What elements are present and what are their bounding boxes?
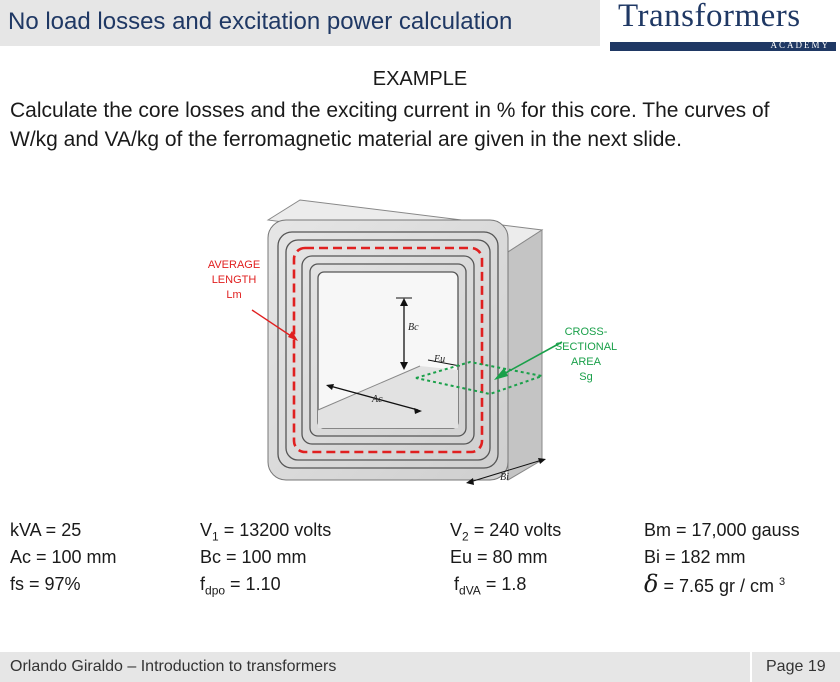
avg-length-label-3: Lm [226,289,241,301]
param-fdva: fdVA = 1.8 [454,574,526,598]
page-number: Page 19 [766,658,826,675]
footer-separator [750,652,752,682]
problem-statement: Calculate the core losses and the exciti… [10,96,832,154]
transformers-academy-logo: Transformers ACADEMY [606,0,840,52]
param-v2: V2 = 240 volts [450,520,561,544]
cross-section-label-3: AREA [571,356,602,368]
dim-ac-label: Ac [371,394,383,405]
footer-bar: Orlando Giraldo – Introduction to transf… [0,652,840,682]
problem-line-2: W/kg and VA/kg of the ferromagnetic mate… [10,128,682,151]
fdpo-subscript: dpo [205,583,226,598]
avg-length-label-1: AVERAGE [208,259,260,271]
logo-sub-text: ACADEMY [770,40,830,50]
logo-main-text: Transformers [618,0,801,34]
fdva-symbol: f [454,574,460,594]
param-density: δ = 7.65 gr / cm 3 [644,570,785,598]
fdpo-value: = 1.10 [225,574,281,594]
dim-eu-label: Eu [433,354,445,365]
logo-bar [610,42,836,51]
v2-value: = 240 volts [468,520,562,540]
lamination [309,263,467,437]
param-kva: kVA = 25 [10,520,82,540]
param-v1: V1 = 13200 volts [200,520,331,544]
v1-symbol: V [200,520,213,540]
param-fdpo: fdpo = 1.10 [200,574,281,598]
param-eu: Eu = 80 mm [450,547,548,567]
lamination [285,239,491,461]
average-length-path [292,246,484,454]
fdva-value: = 1.8 [480,574,527,594]
header-bar: No load losses and excitation power calc… [0,0,600,46]
core-diagram: Bc Ac Eu Bi AVERAGE LENGTH Lm CROSS- SEC… [208,199,617,485]
v2-subscript: 2 [462,529,469,544]
v2-symbol: V [450,520,463,540]
param-bm: Bm = 17,000 gauss [644,520,800,540]
v1-value: = 13200 volts [218,520,332,540]
fdpo-symbol: f [200,574,206,594]
density-value: = 7.65 gr / cm [658,576,780,596]
cross-section-label-2: SECTIONAL [555,341,617,353]
lamination [277,231,499,469]
param-fs: fs = 97% [10,574,81,594]
v1-subscript: 1 [212,529,219,544]
dim-bi-label: Bi [500,472,509,483]
example-heading: EXAMPLE [372,68,468,90]
param-bi: Bi = 182 mm [644,547,746,567]
cross-section-label-4: Sg [579,371,592,383]
density-exponent: 3 [779,576,786,588]
footer-author: Orlando Giraldo – Introduction to transf… [10,658,337,675]
lamination [301,255,475,445]
problem-line-1: Calculate the core losses and the exciti… [10,99,770,122]
cross-section-area [415,360,546,396]
fdva-subscript: dVA [459,583,481,598]
delta-symbol: δ [644,570,659,598]
dim-bc-label: Bc [408,322,419,333]
param-bc: Bc = 100 mm [200,547,307,567]
avg-length-label-2: LENGTH [212,274,257,286]
window-depth [318,366,458,428]
param-ac: Ac = 100 mm [10,547,117,567]
cross-section-label-1: CROSS- [565,326,608,338]
page-title: No load losses and excitation power calc… [8,8,513,35]
